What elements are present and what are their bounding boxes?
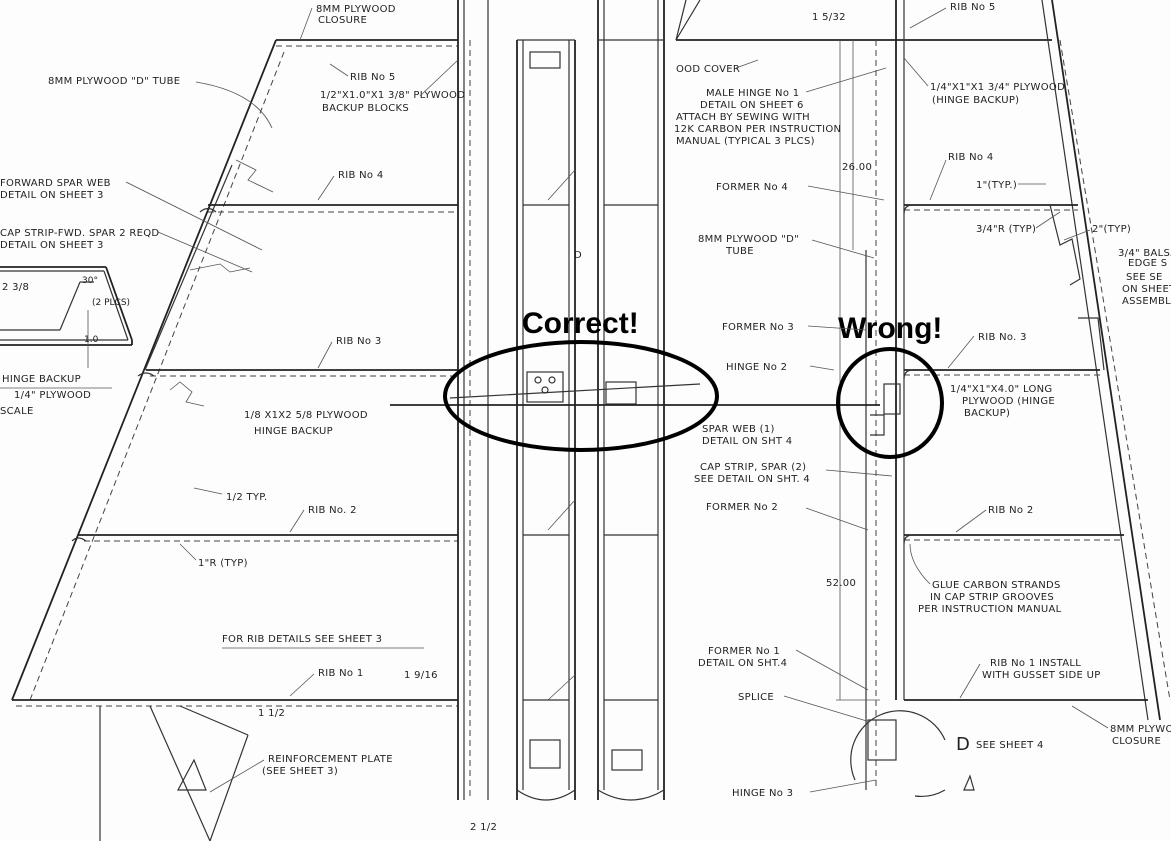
label-plywood-closure-1: 8MM PLYWOOD: [316, 4, 396, 15]
label-cap-strip-2: DETAIL ON SHEET 3: [0, 240, 104, 251]
left-panel-outline: [11, 0, 489, 841]
label-hinge2: HINGE No 2: [726, 362, 787, 373]
label-rib5-right: RIB No 5: [950, 2, 995, 13]
label-former1-1: FORMER No 1: [708, 646, 780, 657]
label-cap-strip-right-2: SEE DETAIL ON SHT. 4: [694, 474, 810, 485]
label-cap-strip-1: CAP STRIP-FWD. SPAR 2 REQD: [0, 228, 159, 239]
label-hinge-long-1: 1/4"X1"X4.0" LONG: [950, 384, 1052, 395]
label-for-rib-details: FOR RIB DETAILS SEE SHEET 3: [222, 634, 382, 645]
label-glue-1: GLUE CARBON STRANDS: [932, 580, 1061, 591]
label-see-se-2: ON SHEET: [1122, 284, 1171, 295]
label-dim-1-9-16: 1 9/16: [404, 670, 438, 681]
inset-title: HINGE BACKUP: [2, 374, 81, 385]
hinge-backup-inset: [0, 266, 133, 389]
label-one-typ: 1"(TYP.): [976, 180, 1017, 191]
right-labels: 1 5/32 RIB No 5 OOD COVER MALE HINGE No …: [574, 2, 1171, 799]
label-spar-web-2: DETAIL ON SHT 4: [702, 436, 792, 447]
label-one-r-typ: 1"R (TYP): [198, 558, 248, 569]
label-plywood-closure-right-2: CLOSURE: [1112, 736, 1161, 747]
label-hinge-backup-top-2: (HINGE BACKUP): [932, 95, 1019, 106]
label-dim-1-5-32: 1 5/32: [812, 12, 846, 23]
label-see-se-3: ASSEMBL: [1122, 296, 1171, 307]
label-reinforcement-1: REINFORCEMENT PLATE: [268, 754, 393, 765]
correct-label: Correct!: [522, 307, 639, 340]
label-former2: FORMER No 2: [706, 502, 778, 513]
label-dim-2-half: 2 1/2: [470, 822, 497, 833]
label-d-see-sheet: D: [956, 734, 970, 755]
label-backup-blocks-2: BACKUP BLOCKS: [322, 103, 409, 114]
label-hinge-long-3: BACKUP): [964, 408, 1010, 419]
label-rib3-left: RIB No 3: [336, 336, 381, 347]
wrong-callout-ellipse: [836, 347, 944, 459]
label-rib2-right: RIB No 2: [988, 505, 1033, 516]
label-rib4-right: RIB No 4: [948, 152, 993, 163]
label-spar-web-1: SPAR WEB (1): [702, 424, 775, 435]
inset-dim-2-3-8: 2 3/8: [2, 282, 29, 293]
label-hinge-long-2: PLYWOOD (HINGE: [962, 396, 1055, 407]
label-former1-2: DETAIL ON SHT.4: [698, 658, 787, 669]
label-plywood-closure-2: CLOSURE: [318, 15, 367, 26]
label-glue-2: IN CAP STRIP GROOVES: [930, 592, 1054, 603]
label-d-tube-right-1: 8MM PLYWOOD "D": [698, 234, 799, 245]
label-reinforcement-2: (SEE SHEET 3): [262, 766, 338, 777]
label-splice: SPLICE: [738, 692, 774, 703]
label-cap-strip-right-1: CAP STRIP, SPAR (2): [700, 462, 806, 473]
label-backup-blocks-1: 1/2"X1.0"X1 3/8" PLYWOOD: [320, 90, 465, 101]
label-half-typ: 1/2 TYP.: [226, 492, 268, 503]
label-former4: FORMER No 4: [716, 182, 788, 193]
label-balsa-2: EDGE S: [1128, 258, 1167, 269]
label-fwd-spar-web-1: FORWARD SPAR WEB: [0, 178, 111, 189]
inset-two-plcs: (2 PLCS): [92, 298, 130, 308]
label-male-hinge-4: 12K CARBON PER INSTRUCTION: [674, 124, 841, 135]
label-d-tube-right-2: TUBE: [725, 246, 754, 257]
label-rib3-right: RIB No. 3: [978, 332, 1027, 343]
label-rib5-left: RIB No 5: [350, 72, 395, 83]
label-dim-1-half: 1 1/2: [258, 708, 285, 719]
spar-sections: [516, 0, 665, 801]
label-hinge-backup-ply-2: HINGE BACKUP: [254, 426, 333, 437]
label-hinge-backup-top-1: 1/4"X1"X1 3/4" PLYWOOD: [930, 82, 1065, 93]
label-d-mark: D: [574, 250, 582, 261]
wrong-label: Wrong!: [838, 312, 942, 345]
label-glue-3: PER INSTRUCTION MANUAL: [918, 604, 1062, 615]
label-wood-cover: OOD COVER: [676, 64, 740, 75]
label-hinge3: HINGE No 3: [732, 788, 793, 799]
label-male-hinge-1: MALE HINGE No 1: [706, 88, 799, 99]
left-labels: 8MM PLYWOOD CLOSURE 8MM PLYWOOD "D" TUBE…: [0, 4, 497, 833]
correct-callout-ellipse: [443, 340, 719, 452]
inset-material: 1/4" PLYWOOD: [14, 390, 91, 401]
label-male-hinge-3: ATTACH BY SEWING WITH: [676, 112, 810, 123]
label-rib2-left: RIB No. 2: [308, 505, 357, 516]
label-see-se-1: SEE SE: [1126, 272, 1163, 283]
label-plywood-closure-right-1: 8MM PLYWO: [1110, 724, 1171, 735]
label-d-tube: 8MM PLYWOOD "D" TUBE: [48, 76, 180, 87]
label-male-hinge-2: DETAIL ON SHEET 6: [700, 100, 804, 111]
label-see-sheet4: SEE SHEET 4: [976, 740, 1044, 751]
label-rib1-right-2: WITH GUSSET SIDE UP: [982, 670, 1101, 681]
label-dim-26: 26.00: [842, 162, 872, 173]
label-hinge-backup-ply-1: 1/8 X1X2 5/8 PLYWOOD: [244, 410, 368, 421]
hinge-line-detail: [449, 383, 701, 399]
label-male-hinge-5: MANUAL (TYPICAL 3 PLCS): [676, 136, 815, 147]
inset-dim-1-0: 1.0: [84, 335, 99, 345]
label-fwd-spar-web-2: DETAIL ON SHEET 3: [0, 190, 104, 201]
inset-labels: 2 3/8 30° (2 PLCS) 1.0 HINGE BACKUP 1/4"…: [0, 276, 130, 417]
label-two-typ: 2"(TYP): [1092, 224, 1131, 235]
label-rib1-left: RIB No 1: [318, 668, 363, 679]
label-dim-52: 52.00: [826, 578, 856, 589]
label-balsa-1: 3/4" BALSA T: [1118, 248, 1171, 259]
label-former3: FORMER No 3: [722, 322, 794, 333]
label-rib4-left: RIB No 4: [338, 170, 383, 181]
label-three-quarter-r: 3/4"R (TYP): [976, 224, 1036, 235]
label-rib1-right-1: RIB No 1 INSTALL: [990, 658, 1081, 669]
inset-scale: SCALE: [0, 406, 34, 417]
inset-angle: 30°: [82, 276, 98, 286]
